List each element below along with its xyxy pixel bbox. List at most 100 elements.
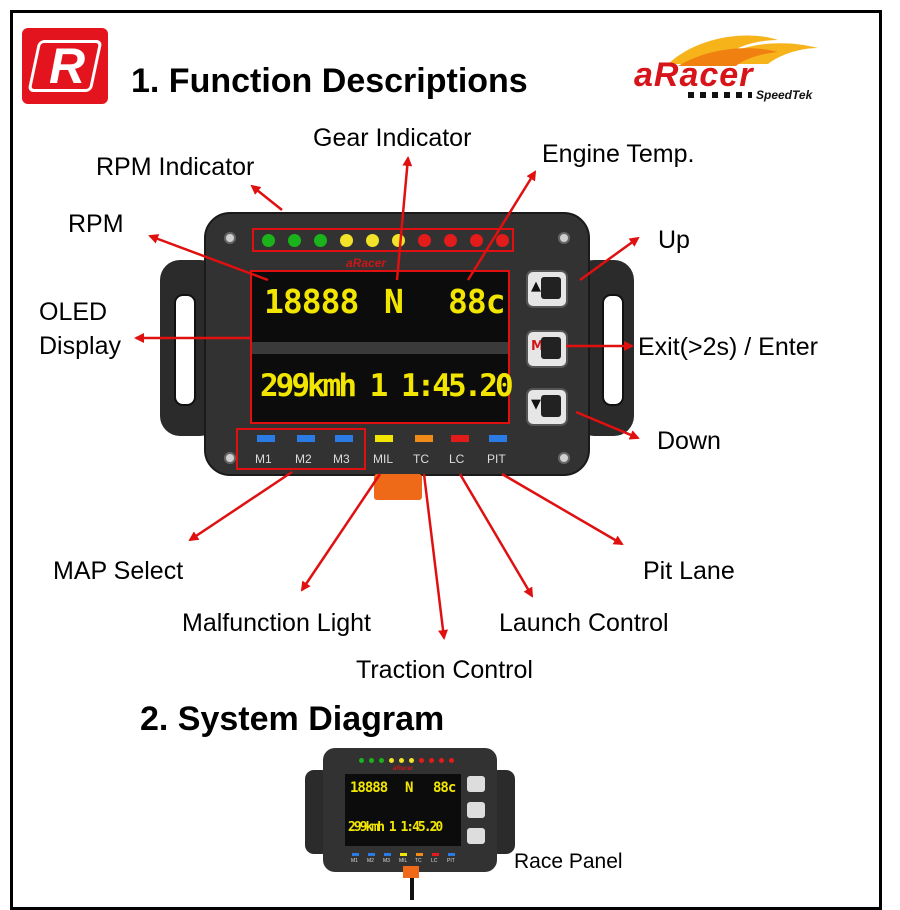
label-traction-control: Traction Control: [356, 656, 533, 684]
thumb-led: [449, 758, 454, 763]
label-up: Up: [658, 226, 690, 254]
screw: [558, 232, 570, 244]
indicator-light-pit: [488, 434, 508, 443]
thumb-led: [399, 758, 404, 763]
thumb-led: [359, 758, 364, 763]
page-title: 1. Function Descriptions: [131, 62, 528, 100]
label-race-panel: Race Panel: [514, 850, 623, 873]
label-launch-control: Launch Control: [499, 609, 669, 637]
thumb-indicator-m2: [367, 852, 376, 857]
mode-icon: M: [531, 339, 544, 354]
rpm-led: [444, 234, 457, 247]
thumb-rpm: 18888: [350, 780, 388, 796]
brand-sub: SpeedTek: [756, 88, 813, 102]
thumb-led: [429, 758, 434, 763]
thumb-brand-mark: aRacer: [393, 766, 414, 772]
thumb-connector: [403, 866, 419, 878]
thumb-cable: [410, 878, 414, 900]
screw: [558, 452, 570, 464]
label-malfunction-light: Malfunction Light: [182, 609, 372, 637]
thumb-led: [369, 758, 374, 763]
thumb-led: [409, 758, 414, 763]
thumb-indicator-label-m1: M1: [351, 858, 358, 864]
checkered-stripe: [688, 92, 752, 98]
label-exit-enter: Exit(>2s) / Enter: [638, 333, 818, 361]
thumb-indicator-label-tc: TC: [415, 858, 422, 864]
label-map-select: MAP Select: [53, 557, 184, 585]
label-gear-indicator: Gear Indicator: [313, 124, 472, 152]
oled-display: 18888 N 88c 299kmh 1 1:45.20: [250, 270, 514, 424]
rpm-led: [418, 234, 431, 247]
mode-button[interactable]: M: [526, 330, 568, 368]
rpm-led: [470, 234, 483, 247]
indicator-label-m1: M1: [255, 452, 272, 466]
gear-value: N: [384, 282, 404, 321]
thumb-button: [467, 802, 485, 818]
indicator-label-pit: PIT: [487, 452, 506, 466]
indicator-light-mil: [374, 434, 394, 443]
indicator-light-tc: [414, 434, 434, 443]
indicator-label-mil: MIL: [373, 452, 394, 466]
rpm-led: [314, 234, 327, 247]
label-down: Down: [657, 427, 721, 455]
rpm-led: [340, 234, 353, 247]
indicator-light-m3: [334, 434, 354, 443]
brand-name: aRacer: [634, 56, 754, 94]
thumb-gear: N: [405, 780, 414, 796]
flame-icon: [668, 35, 818, 66]
thumb-indicator-m3: [383, 852, 392, 857]
rpm-value: 18888: [264, 282, 359, 321]
thumb-led: [379, 758, 384, 763]
label-engine-temp: Engine Temp.: [542, 140, 695, 168]
thumb-line2: 299kmh 1 1:45.20: [348, 820, 443, 835]
race-panel-thumbnail: aRacer 18888 N 88c 299kmh 1 1:45.20 M1 M2…: [305, 748, 515, 878]
thumb-led: [419, 758, 424, 763]
indicator-light-m2: [296, 434, 316, 443]
r-logo-letter: R: [49, 38, 86, 94]
thumb-indicator-lc: [431, 852, 440, 857]
indicator-light-m1: [256, 434, 276, 443]
up-button[interactable]: ▲: [526, 270, 568, 308]
down-arrow-icon: ▼: [531, 397, 541, 412]
screw: [224, 232, 236, 244]
thumb-indicator-label-lc: LC: [431, 858, 438, 864]
label-rpm-indicator: RPM Indicator: [96, 153, 255, 181]
thumb-display: 18888 N 88c 299kmh 1 1:45.20: [345, 774, 461, 846]
rpm-led-strip: [252, 228, 514, 252]
thumb-led: [389, 758, 394, 763]
up-arrow-icon: ▲: [531, 279, 541, 294]
map-select-box: [236, 428, 366, 470]
thumb-button: [467, 776, 485, 792]
label-oled-display: OLED Display: [39, 298, 121, 360]
indicator-label-m2: M2: [295, 452, 312, 466]
r-logo: R: [22, 28, 108, 104]
thumb-indicator-mil: [399, 852, 408, 857]
thumb-led: [439, 758, 444, 763]
indicator-label-tc: TC: [413, 452, 429, 466]
label-rpm: RPM: [68, 210, 124, 238]
rpm-led: [262, 234, 275, 247]
rpm-led: [496, 234, 509, 247]
speed-lap-value: 299kmh 1 1:45.20: [260, 368, 514, 404]
thumb-indicator-label-m2: M2: [367, 858, 374, 864]
aracer-logo: aRacer SpeedTek: [628, 26, 848, 106]
thumb-indicator-m1: [351, 852, 360, 857]
race-panel-device: aRacer 18888 N 88c 299kmh 1 1:45.20 ▲ M …: [160, 212, 634, 500]
down-button[interactable]: ▼: [526, 388, 568, 426]
rpm-led: [288, 234, 301, 247]
thumb-indicator-tc: [415, 852, 424, 857]
temp-value: 88c: [448, 282, 506, 321]
section-title-system-diagram: 2. System Diagram: [140, 700, 445, 738]
thumb-button: [467, 828, 485, 844]
thumb-indicator-label-mil: MIL: [399, 858, 408, 864]
indicator-label-lc: LC: [449, 452, 465, 466]
thumb-indicator-label-m3: M3: [383, 858, 390, 864]
thumb-indicator-label-pit: PIT: [447, 858, 455, 864]
screw: [224, 452, 236, 464]
thumb-temp: 88c: [433, 780, 456, 796]
device-brand-mark: aRacer: [346, 256, 387, 270]
connector: [374, 474, 422, 500]
indicator-label-m3: M3: [333, 452, 350, 466]
indicator-light-lc: [450, 434, 470, 443]
